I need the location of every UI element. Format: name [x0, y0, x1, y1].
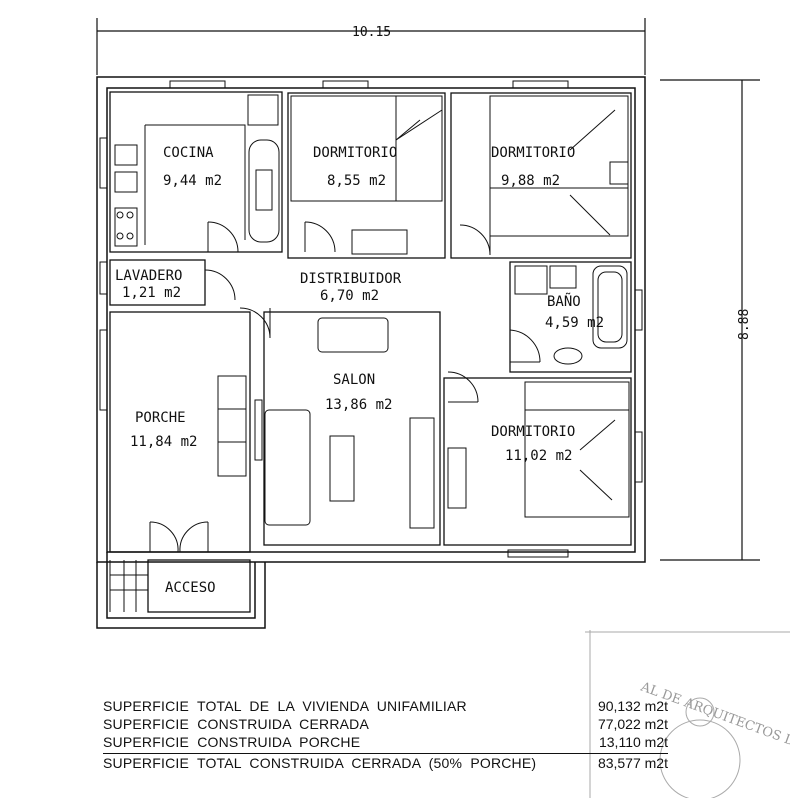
windows	[99, 80, 643, 558]
bedroom3-furniture	[447, 381, 630, 518]
bano-area: 4,59 m2	[545, 315, 604, 331]
porche-name: PORCHE	[135, 410, 186, 426]
dormitorio1-name: DORMITORIO	[313, 145, 397, 161]
bedroom1-furniture	[290, 95, 443, 255]
cocina-name: COCINA	[163, 145, 214, 161]
porche-furniture	[217, 375, 247, 477]
summary-row: SUPERFICIE TOTAL DE LA VIVIENDA UNIFAMIL…	[103, 697, 668, 715]
salon-furniture	[264, 317, 435, 529]
dormitorio2-area: 9,88 m2	[501, 173, 560, 189]
dormitorio3-area: 11,02 m2	[505, 448, 572, 464]
cocina-area: 9,44 m2	[163, 173, 222, 189]
summary-label: SUPERFICIE CONSTRUIDA PORCHE	[103, 734, 361, 750]
lavadero-area: 1,21 m2	[122, 285, 181, 301]
summary-value: 77,022 m2t	[597, 716, 668, 732]
salon-area: 13,86 m2	[325, 397, 392, 413]
height-dimension-line	[660, 79, 760, 561]
dormitorio2-name: DORMITORIO	[491, 145, 575, 161]
height-label: 8.88	[737, 309, 752, 340]
width-label: 10.15	[352, 25, 391, 40]
summary-row-total: SUPERFICIE TOTAL CONSTRUIDA CERRADA (50%…	[103, 753, 668, 772]
doors	[149, 221, 541, 553]
salon-name: SALON	[333, 372, 375, 388]
summary-value: 83,577 m2t	[597, 755, 668, 771]
entry-steps	[109, 560, 148, 612]
porche-area: 11,84 m2	[130, 434, 197, 450]
summary-label: SUPERFICIE CONSTRUIDA CERRADA	[103, 716, 370, 732]
bathroom-fixtures	[514, 265, 628, 365]
surface-summary-table: SUPERFICIE TOTAL DE LA VIVIENDA UNIFAMIL…	[103, 697, 668, 772]
summary-value: 90,132 m2t	[597, 698, 668, 714]
distribuidor-area: 6,70 m2	[320, 288, 379, 304]
width-dimension-line	[96, 18, 646, 75]
dormitorio1-area: 8,55 m2	[327, 173, 386, 189]
summary-row: SUPERFICIE CONSTRUIDA CERRADA 77,022 m2t	[103, 715, 668, 733]
kitchen-furniture	[114, 94, 280, 247]
bedroom2-furniture	[489, 95, 629, 237]
acceso-name: ACCESO	[165, 580, 216, 596]
lavadero-name: LAVADERO	[115, 268, 182, 284]
bano-name: BAÑO	[547, 293, 581, 310]
summary-value: 13,110 m2t	[598, 734, 668, 750]
summary-row: SUPERFICIE CONSTRUIDA PORCHE 13,110 m2t	[103, 733, 668, 751]
dormitorio3-name: DORMITORIO	[491, 424, 575, 440]
summary-label: SUPERFICIE TOTAL DE LA VIVIENDA UNIFAMIL…	[103, 698, 467, 714]
architects-stamp	[585, 630, 790, 798]
summary-label: SUPERFICIE TOTAL CONSTRUIDA CERRADA (50%…	[103, 755, 537, 771]
distribuidor-name: DISTRIBUIDOR	[300, 271, 402, 287]
interior-walls	[109, 91, 632, 613]
